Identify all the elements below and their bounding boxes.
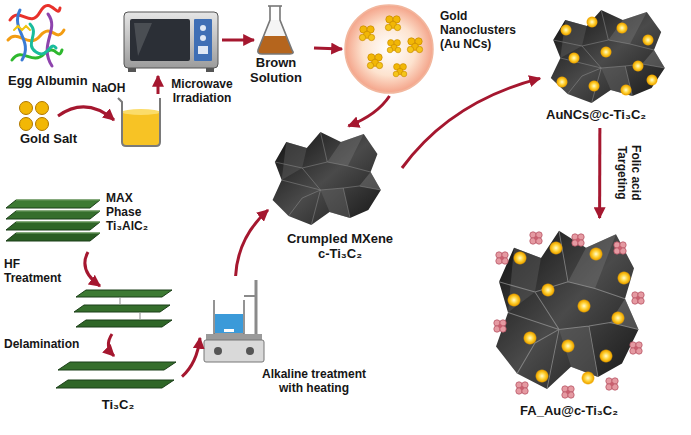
microwave-oven [124, 12, 218, 72]
label-text: Gold Salt [20, 132, 94, 147]
flask [258, 6, 293, 54]
labelled-figure: Brown Solution [240, 6, 314, 90]
mxene-sheet [273, 132, 381, 225]
beaker [118, 98, 160, 146]
label-text: MAX Phase Ti₃AlC₂ [106, 192, 164, 233]
gold-mxene-sheet [551, 10, 665, 103]
hot-plate-stirrer [204, 280, 264, 362]
label-text: Gold Nanoclusters (Au NCs) [440, 10, 538, 51]
gold-salt-dots [20, 102, 49, 131]
label-text: Egg Albumin [8, 74, 96, 89]
folate-gold-mxene-sheet [494, 231, 644, 398]
figure-label: Alkaline treatment with heating [252, 368, 376, 396]
flow-arrow [348, 96, 389, 126]
nanocluster-circle [345, 5, 433, 93]
figure-label: AuNCs@c-Ti₃C₂ [546, 108, 682, 123]
figure-label: MAX Phase Ti₃AlC₂ [106, 192, 164, 233]
labelled-figure: Crumpled MXene c-Ti₃C₂ [268, 126, 402, 266]
label-text: Brown Solution [240, 56, 312, 86]
process-label: Microwave Irradiation [166, 78, 238, 106]
process-label: HF Treatment [4, 258, 72, 286]
label-text: AuNCs@c-Ti₃C₂ [546, 108, 682, 123]
flow-arrow [402, 78, 540, 168]
labelled-figure: AuNCs@c-Ti₃C₂ [540, 4, 686, 128]
flow-arrow [598, 128, 601, 218]
label-text: Ti₃C₂ [56, 398, 180, 413]
figure-label: Gold Nanoclusters (Au NCs) [440, 10, 538, 51]
label-text: Alkaline treatment with heating [252, 368, 376, 396]
figure-label: Crumpled MXene c-Ti₃C₂ [280, 232, 400, 262]
figure-label: Ti₃C₂ [56, 398, 180, 413]
edge-label: Folic acid Targeting [614, 136, 642, 210]
label-text: FA_Au@c-Ti₃C₂ [504, 404, 634, 419]
flow-arrow [314, 48, 342, 49]
max-phase-stack [6, 200, 100, 241]
labelled-figure: Ti₃C₂ [56, 358, 182, 420]
labelled-figure: Alkaline treatment with heating [200, 276, 378, 400]
flow-arrow [236, 210, 268, 276]
labelled-figure: Egg Albumin [4, 2, 98, 94]
labelled-figure: MAX Phase Ti₃AlC₂ [4, 190, 166, 252]
label-text: Crumpled MXene c-Ti₃C₂ [280, 232, 400, 262]
process-label: Delamination [4, 338, 102, 352]
ti3c2-sheets [56, 362, 176, 388]
figure-label: FA_Au@c-Ti₃C₂ [504, 404, 634, 419]
labelled-figure: FA_Au@c-Ti₃C₂ [484, 218, 654, 428]
labelled-figure: Gold Nanoclusters (Au NCs) [342, 2, 540, 96]
etched-stack [74, 290, 172, 327]
flow-arrow [182, 338, 200, 377]
protein-ribbon [8, 5, 64, 66]
figure-label: Gold Salt [20, 132, 94, 147]
figure-label: Brown Solution [240, 56, 312, 86]
labelled-figure: Gold Salt [14, 98, 96, 152]
process-label: NaOH [92, 82, 134, 96]
figure-label: Egg Albumin [8, 74, 96, 89]
